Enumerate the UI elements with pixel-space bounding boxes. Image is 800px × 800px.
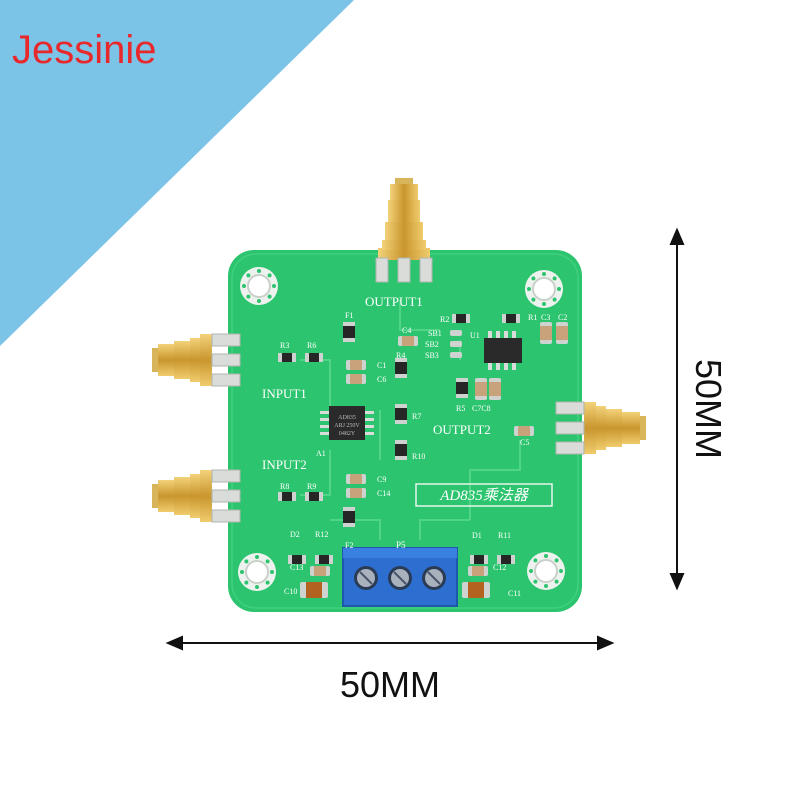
height-dimension-arrow xyxy=(669,227,685,591)
label-c6: C6 xyxy=(377,375,386,384)
label-u1: U1 xyxy=(470,331,480,340)
label-c4: C4 xyxy=(402,326,411,335)
label-sb2: SB2 xyxy=(425,340,439,349)
label-c1: C1 xyxy=(377,361,386,370)
label-r4: R4 xyxy=(396,351,405,360)
label-c14: C14 xyxy=(377,489,390,498)
label-r1: R1 xyxy=(528,313,537,322)
silkscreen-title-box: AD835乘法器 xyxy=(415,483,553,507)
label-r7: R7 xyxy=(412,412,421,421)
label-sb3: SB3 xyxy=(425,351,439,360)
label-r3: R3 xyxy=(280,341,289,350)
chip-a1-line3: 0482Y xyxy=(339,431,356,437)
label-d2: D2 xyxy=(290,530,300,539)
sma-connector-output1 xyxy=(375,178,433,283)
label-c5: C5 xyxy=(520,438,529,447)
label-p5: P5 xyxy=(396,540,406,550)
label-c3: C3 xyxy=(541,313,550,322)
label-c10: C10 xyxy=(284,587,297,596)
label-r8: R8 xyxy=(280,482,289,491)
label-r9: R9 xyxy=(307,482,316,491)
label-c12: C12 xyxy=(493,563,506,572)
label-output1: OUTPUT1 xyxy=(365,294,423,309)
chip-u1 xyxy=(484,331,522,370)
sma-connector-input2 xyxy=(152,469,241,523)
label-output2: OUTPUT2 xyxy=(433,422,491,437)
terminal-block-p5 xyxy=(342,547,458,607)
silkscreen-title: AD835乘法器 xyxy=(439,487,529,504)
sma-connector-output2 xyxy=(555,401,646,455)
width-label: 50MM xyxy=(340,664,441,705)
smd-components xyxy=(278,314,568,598)
label-c13: C13 xyxy=(290,563,303,572)
label-a1: A1 xyxy=(316,449,326,458)
chip-a1: AD835 ARJ 250V 0482Y xyxy=(320,406,374,440)
chip-a1-line2: ARJ 250V xyxy=(334,423,360,429)
height-label: 50MM xyxy=(688,358,729,460)
chip-a1-line1: AD835 xyxy=(338,415,356,421)
label-r12: R12 xyxy=(315,530,328,539)
brand-logo-text: Jessinie xyxy=(12,28,157,72)
label-c2: C2 xyxy=(558,313,567,322)
label-c7c8: C7C8 xyxy=(472,404,491,413)
label-f1: F1 xyxy=(345,311,353,320)
label-f2: F2 xyxy=(345,541,353,550)
label-r10: R10 xyxy=(412,452,425,461)
width-dimension-arrow xyxy=(165,635,615,651)
label-sb1: SB1 xyxy=(428,329,442,338)
label-c9: C9 xyxy=(377,475,386,484)
label-c11: C11 xyxy=(508,589,521,598)
label-r2: R2 xyxy=(440,315,449,324)
label-r6: R6 xyxy=(307,341,316,350)
label-r5: R5 xyxy=(456,404,465,413)
label-input1: INPUT1 xyxy=(262,386,307,401)
label-r11: R11 xyxy=(498,531,511,540)
mounting-holes xyxy=(238,267,565,591)
label-d1: D1 xyxy=(472,531,482,540)
sma-connector-input1 xyxy=(152,333,241,387)
label-input2: INPUT2 xyxy=(262,457,307,472)
